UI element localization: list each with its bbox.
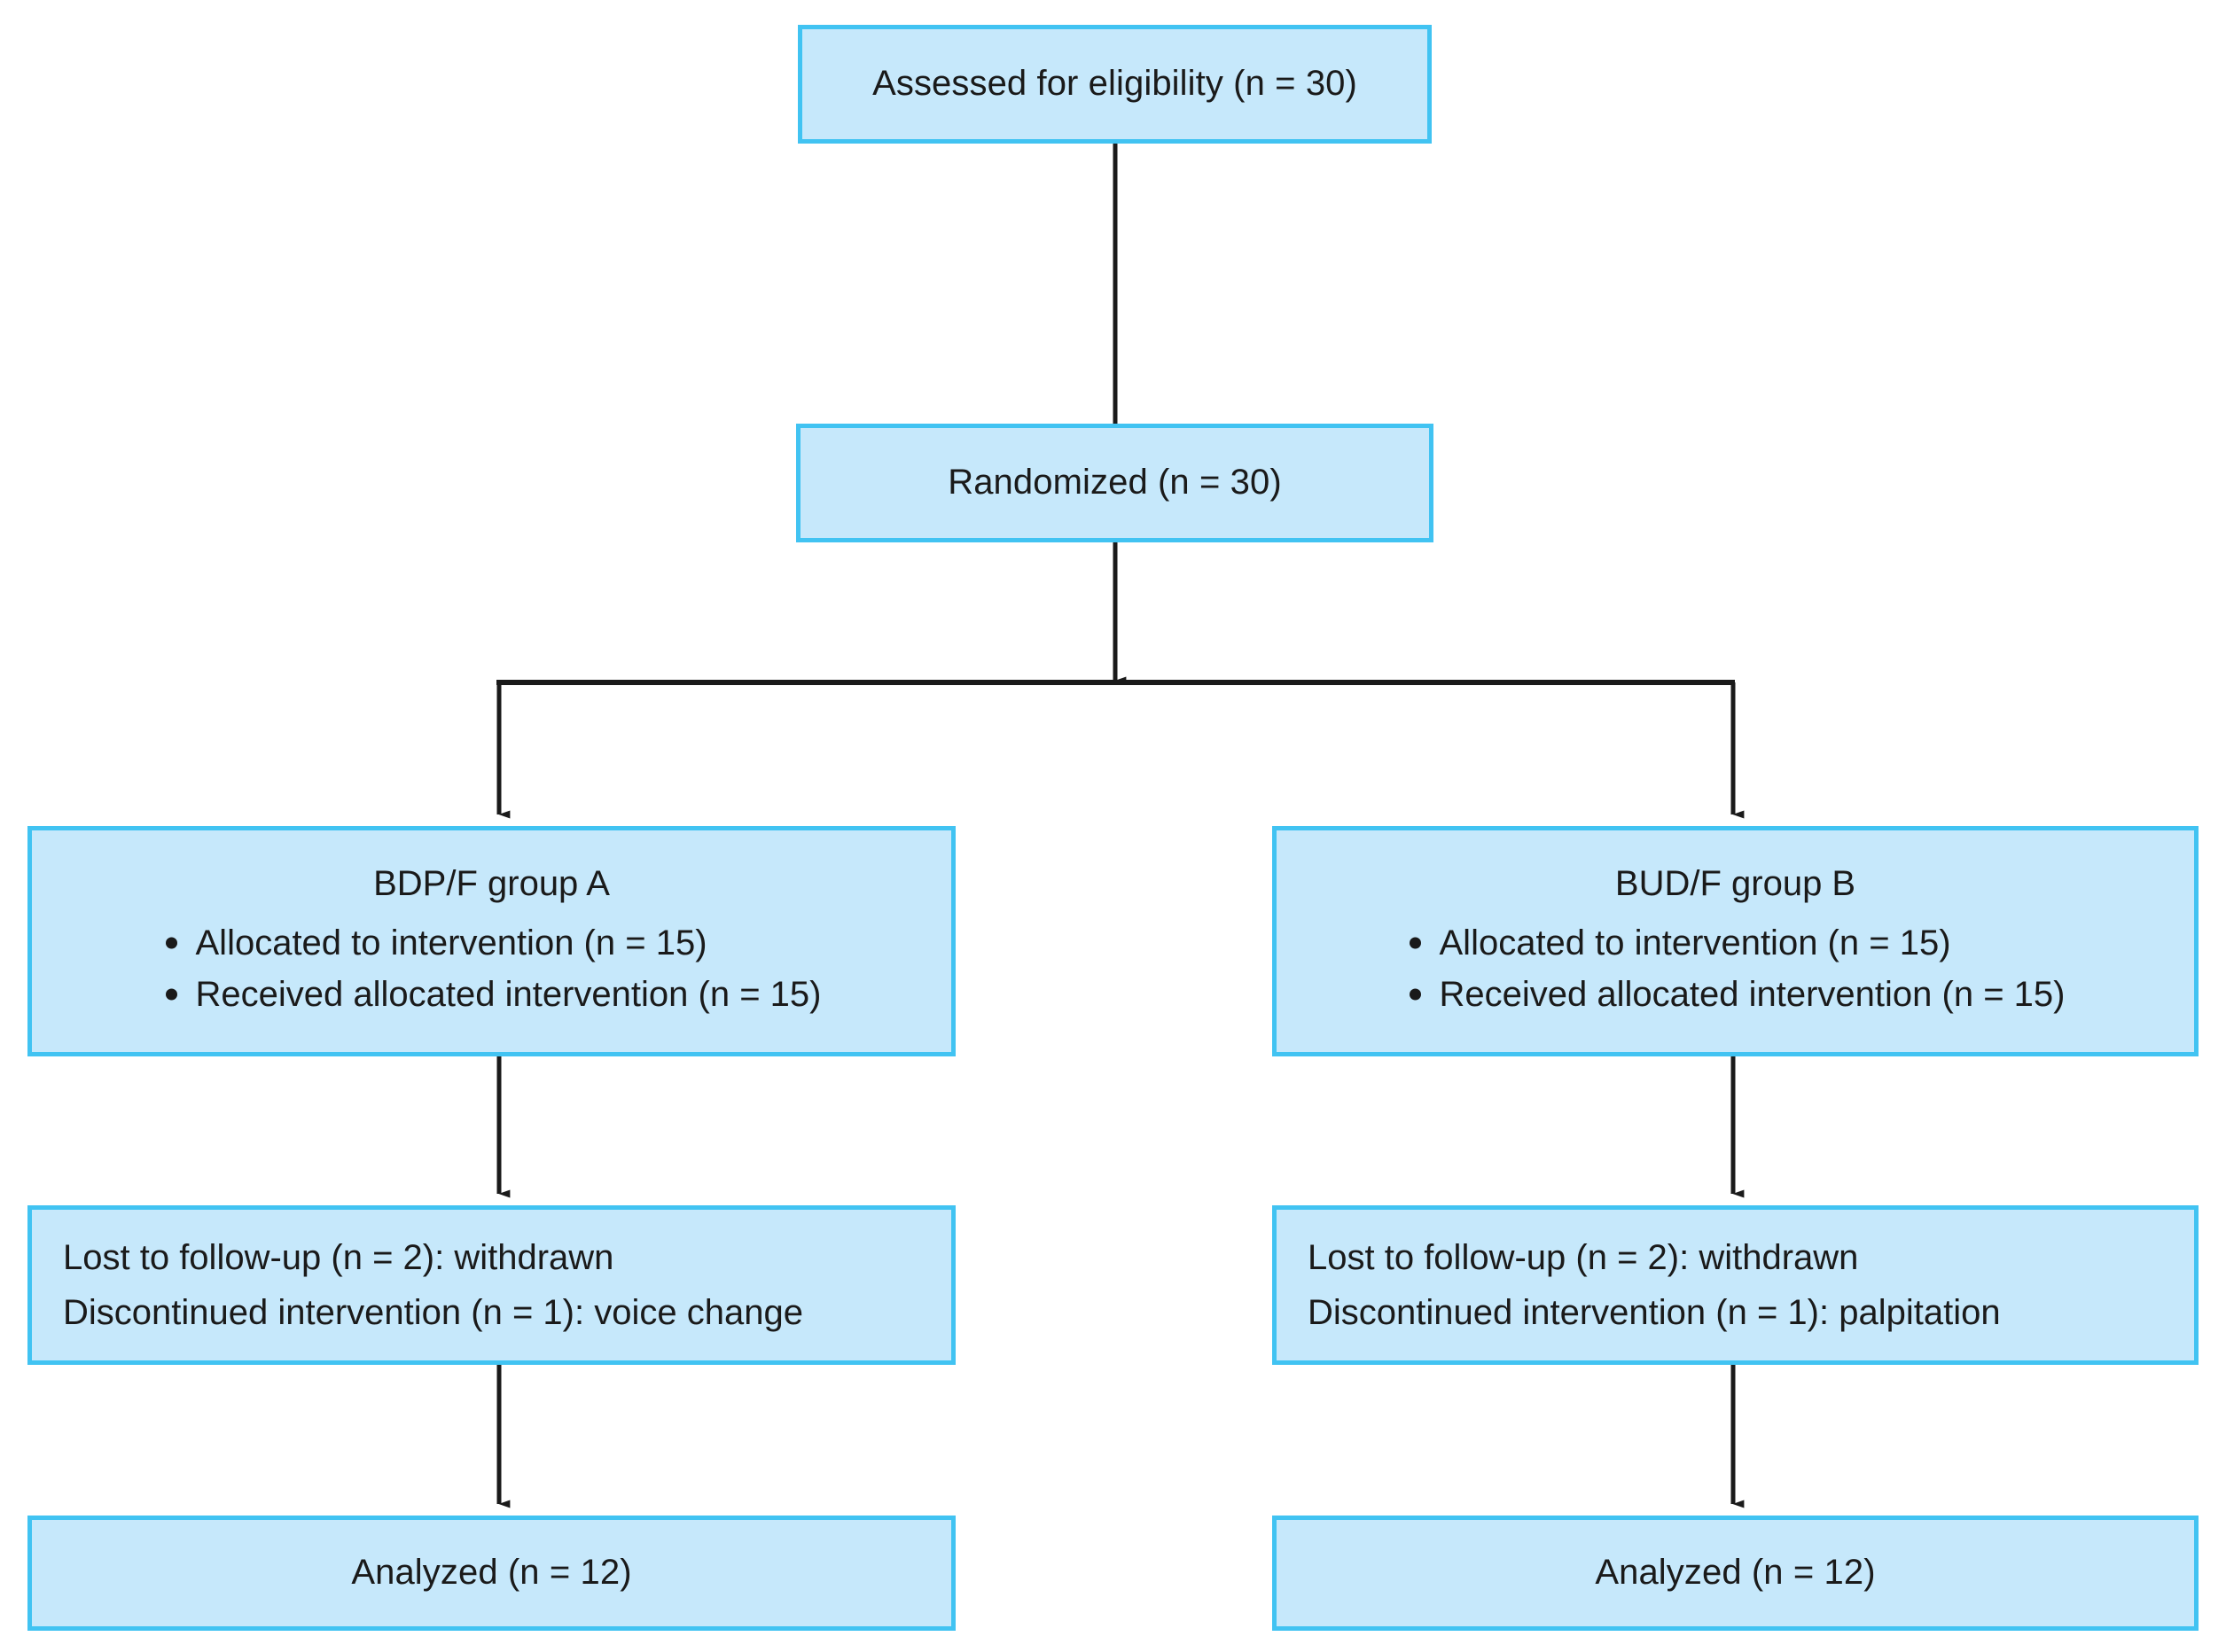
bullet-icon: [1409, 988, 1421, 1001]
group-a-analyzed-label: Analyzed (n = 12): [351, 1553, 632, 1593]
box-analyzed-group-b: Analyzed (n = 12): [1272, 1516, 2199, 1631]
group-a-heading: BDP/F group A: [373, 864, 610, 903]
box-followup-group-b: Lost to follow-up (n = 2): withdrawn Dis…: [1272, 1205, 2199, 1365]
group-a-lost-label: Lost to follow-up (n = 2): withdrawn: [63, 1238, 614, 1277]
box-analyzed-group-a: Analyzed (n = 12): [27, 1516, 956, 1631]
group-b-followup-lines: Lost to follow-up (n = 2): withdrawn Dis…: [1277, 1230, 2194, 1340]
group-b-heading: BUD/F group B: [1614, 864, 1856, 903]
group-b-discontinued-label: Discontinued intervention (n = 1): palpi…: [1308, 1293, 2001, 1332]
box-assessed-for-eligibility: Assessed for eligibility (n = 30): [798, 25, 1432, 144]
box-followup-group-a: Lost to follow-up (n = 2): withdrawn Dis…: [27, 1205, 956, 1365]
group-b-received-label: Received allocated intervention (n = 15): [1439, 975, 2066, 1014]
bullet-icon: [165, 988, 177, 1001]
group-b-allocation-list: Allocated to intervention (n = 15) Recei…: [1406, 917, 2066, 1020]
box-randomized: Randomized (n = 30): [796, 424, 1433, 542]
bullet-icon: [1409, 937, 1421, 949]
group-b-lost-label: Lost to follow-up (n = 2): withdrawn: [1308, 1238, 1859, 1277]
randomized-label: Randomized (n = 30): [948, 463, 1282, 503]
list-item: Allocated to intervention (n = 15): [162, 917, 822, 969]
assessed-label: Assessed for eligibility (n = 30): [872, 64, 1357, 104]
bullet-icon: [165, 937, 177, 949]
group-a-received-label: Received allocated intervention (n = 15): [195, 975, 822, 1014]
group-a-allocation-list: Allocated to intervention (n = 15) Recei…: [162, 917, 822, 1020]
box-allocation-group-a: BDP/F group A Allocated to intervention …: [27, 826, 956, 1056]
list-item: Allocated to intervention (n = 15): [1406, 917, 2066, 969]
box-allocation-group-b: BUD/F group B Allocated to intervention …: [1272, 826, 2199, 1056]
list-item: Received allocated intervention (n = 15): [162, 969, 822, 1020]
group-a-followup-lines: Lost to follow-up (n = 2): withdrawn Dis…: [32, 1230, 951, 1340]
group-b-analyzed-label: Analyzed (n = 12): [1595, 1553, 1876, 1593]
group-b-allocated-label: Allocated to intervention (n = 15): [1439, 923, 1951, 962]
list-item: Received allocated intervention (n = 15): [1406, 969, 2066, 1020]
group-a-allocated-label: Allocated to intervention (n = 15): [195, 923, 707, 962]
group-a-discontinued-label: Discontinued intervention (n = 1): voice…: [63, 1293, 803, 1332]
